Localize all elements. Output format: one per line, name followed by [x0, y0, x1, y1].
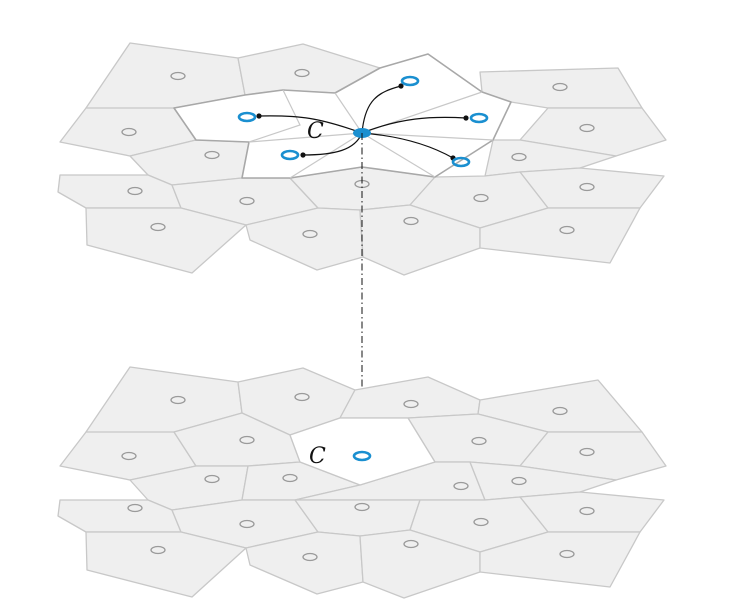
arrow-to-neighbor: [361, 83, 404, 134]
top-center-label: C: [307, 119, 324, 144]
seed-point: [559, 225, 575, 235]
center-cell-c: [173, 53, 512, 179]
seed-point: [552, 82, 568, 92]
seed-point: [473, 193, 489, 203]
seed-point: [121, 127, 137, 137]
top-cell: [85, 207, 247, 274]
seed-point: [204, 474, 220, 484]
top-highlight-region: [173, 53, 512, 179]
bottom-seeds: [121, 392, 595, 562]
seed-point: [511, 152, 527, 162]
seed-point: [473, 517, 489, 527]
seed-point: [150, 545, 166, 555]
seed-point: [354, 502, 370, 512]
seed-point: [579, 182, 595, 192]
bottom-cell: [339, 376, 481, 419]
boundary: [361, 132, 494, 141]
seed-point: [471, 436, 487, 446]
seed-point: [282, 473, 298, 483]
boundary: [248, 89, 301, 143]
bottom-center-seed-c: [352, 450, 372, 462]
seed-point: [302, 229, 318, 239]
seed-point: [302, 552, 318, 562]
arrow-to-neighbor: [361, 132, 456, 161]
seed-point: [579, 447, 595, 457]
seed-point: [511, 476, 527, 486]
seed-point: [239, 196, 255, 206]
seed-point: [239, 435, 255, 445]
top-layer: [57, 42, 667, 276]
seed-point: [453, 481, 469, 491]
boundary: [334, 92, 363, 134]
bottom-cell: [519, 431, 667, 481]
bottom-center-label: C: [309, 444, 326, 469]
boundary: [361, 132, 436, 178]
seed-point: [403, 539, 419, 549]
top-neighbor-seeds: [237, 75, 489, 168]
neighbor-seed: [451, 156, 471, 168]
bottom-cell: [85, 531, 247, 598]
seed-point: [121, 451, 137, 461]
seed-point: [552, 406, 568, 416]
boundary: [289, 132, 363, 179]
seed-point: [150, 222, 166, 232]
boundary: [248, 132, 363, 143]
seed-point: [170, 71, 186, 81]
top-seeds: [121, 68, 595, 239]
seed-point: [170, 395, 186, 405]
seed-point: [127, 186, 143, 196]
seed-point: [294, 392, 310, 402]
seed-point: [579, 506, 595, 516]
seed-point: [204, 150, 220, 160]
neighbor-seed: [280, 149, 300, 161]
neighbor-arrows: [256, 83, 469, 161]
neighbor-seed: [469, 112, 489, 124]
seed-point: [559, 549, 575, 559]
top-cell: [479, 207, 641, 264]
seed-point: [579, 123, 595, 133]
neighbor-seed: [400, 75, 420, 87]
seed-point: [403, 216, 419, 226]
arrow-to-neighbor: [361, 115, 469, 134]
bottom-layer: [57, 366, 667, 599]
seed-point: [403, 399, 419, 409]
top-cell: [519, 107, 667, 157]
arrow-to-neighbor: [256, 113, 363, 134]
seed-point: [294, 68, 310, 78]
bottom-cell: [479, 531, 641, 588]
seed-point: [127, 503, 143, 513]
seed-point: [239, 519, 255, 529]
neighbor-seed: [237, 111, 257, 123]
